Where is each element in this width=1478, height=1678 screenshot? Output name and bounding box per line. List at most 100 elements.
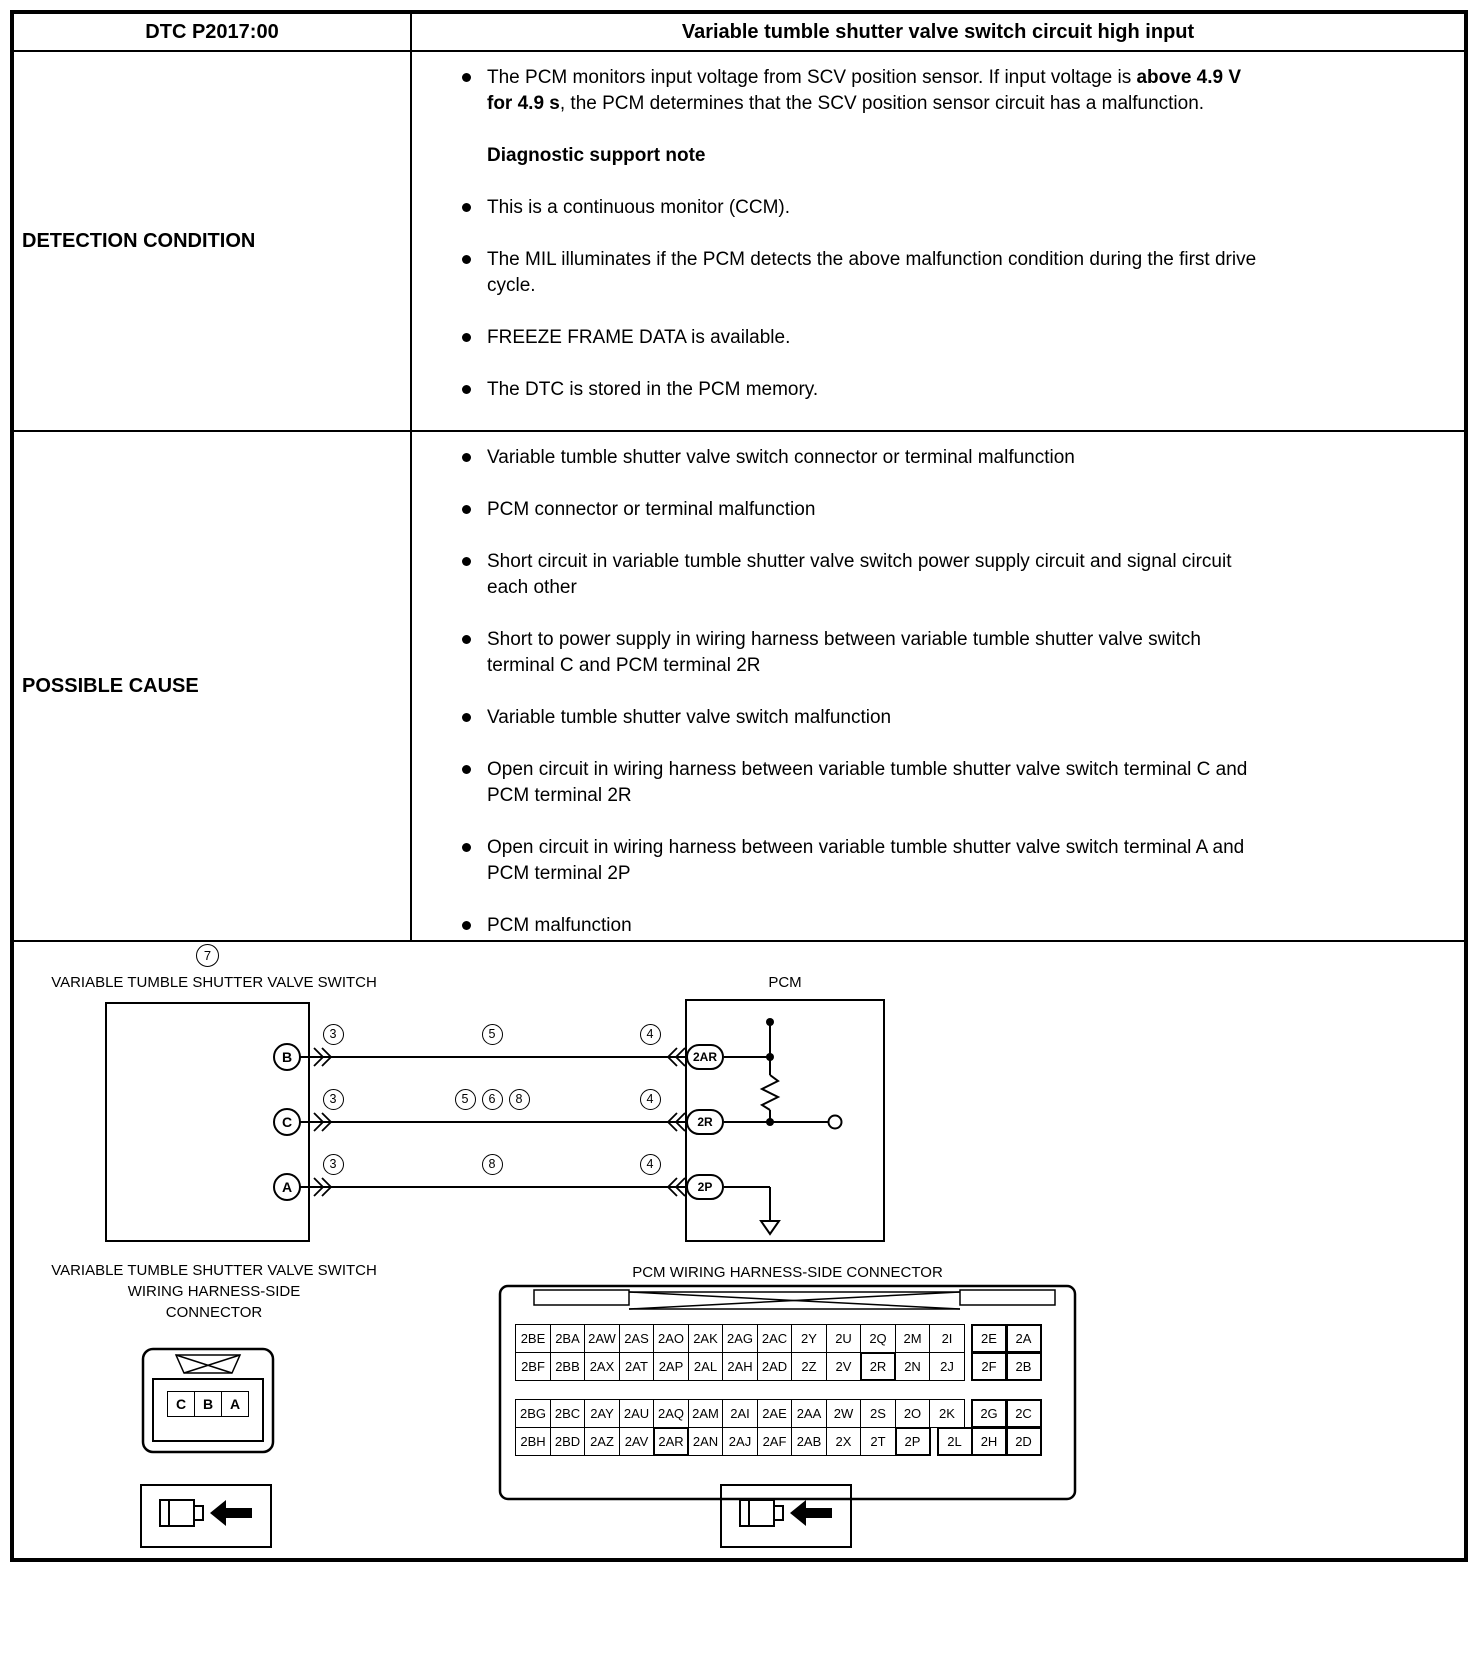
detection-item-bullet: The DTC is stored in the PCM memory.	[462, 377, 1444, 403]
cause-item-text: Open circuit in wiring harness between v…	[487, 835, 1257, 887]
detection-item-segment: , the PCM determines that the SCV positi…	[559, 93, 1205, 114]
pin-2AX: 2AX	[584, 1352, 620, 1381]
pin-2W: 2W	[825, 1399, 862, 1428]
switch-connector-title: VARIABLE TUMBLE SHUTTER VALVE SWITCH WIR…	[14, 1260, 414, 1323]
cause-item-text: Open circuit in wiring harness between v…	[487, 757, 1257, 809]
cause-item-bullet: Open circuit in wiring harness between v…	[462, 835, 1444, 887]
pin-2BC: 2BC	[549, 1399, 586, 1428]
dtc-code: DTC P2017:00	[14, 14, 412, 50]
connector-view-icon-box	[720, 1484, 852, 1548]
detection-item-segment: Diagnostic support note	[487, 145, 706, 166]
cause-item-bullet: Open circuit in wiring harness between v…	[462, 757, 1444, 809]
output-terminal-icon	[827, 1114, 843, 1130]
switch-label: VARIABLE TUMBLE SHUTTER VALVE SWITCH	[51, 974, 377, 991]
pin-2AG: 2AG	[722, 1324, 758, 1353]
cause-item-bullet: Variable tumble shutter valve switch mal…	[462, 705, 1444, 731]
pcm-terminal-2P: 2P	[686, 1174, 724, 1200]
pin-2K: 2K	[929, 1399, 965, 1428]
detection-item-segment: FREEZE FRAME DATA is available.	[487, 327, 791, 348]
detection-item-segment: The DTC is stored in the PCM memory.	[487, 379, 819, 400]
bullet-icon	[462, 557, 471, 566]
bullet-icon	[462, 713, 471, 722]
detection-item-bullet: This is a continuous monitor (CCM).	[462, 195, 1444, 221]
pin-2AL: 2AL	[687, 1352, 724, 1381]
pin-2BD: 2BD	[549, 1427, 586, 1456]
switch-terminal-B: B	[273, 1043, 301, 1071]
detection-item-heading: Diagnostic support note	[462, 143, 1444, 169]
circled-number-3: 3	[322, 1088, 344, 1110]
bullet-icon	[462, 255, 471, 264]
circled-number-4: 4	[639, 1023, 661, 1045]
cause-item-segment: Short to power supply in wiring harness …	[487, 629, 1201, 676]
pin-2AO: 2AO	[653, 1324, 689, 1353]
detection-item-list: The PCM monitors input voltage from SCV …	[412, 52, 1464, 403]
cause-item-text: Variable tumble shutter valve switch mal…	[487, 705, 891, 731]
pin-2J: 2J	[929, 1352, 965, 1381]
cause-item-bullet: Short circuit in variable tumble shutter…	[462, 549, 1444, 601]
pin-2AC: 2AC	[756, 1324, 793, 1353]
wiring-diagram-graphics	[141, 1018, 1077, 1527]
switch-terminal-A: A	[273, 1173, 301, 1201]
pin-2V: 2V	[825, 1352, 862, 1381]
pin-2AH: 2AH	[722, 1352, 758, 1381]
pin-2C: 2C	[1005, 1399, 1042, 1428]
detection-item-segment: above 4.9 V for 4.9 s	[487, 67, 1242, 114]
possible-cause-label: POSSIBLE CAUSE	[22, 674, 199, 697]
pin-2L: 2L	[936, 1427, 973, 1456]
pin-2H: 2H	[971, 1427, 1007, 1456]
pin-2AV: 2AV	[618, 1427, 655, 1456]
circled-number-5: 5	[481, 1023, 503, 1045]
pin-2G: 2G	[971, 1399, 1007, 1428]
cause-item-segment: PCM connector or terminal malfunction	[487, 499, 816, 520]
pin-2T: 2T	[860, 1427, 896, 1456]
pin-2Z: 2Z	[791, 1352, 827, 1381]
pin-2AJ: 2AJ	[722, 1427, 758, 1456]
pin-2AE: 2AE	[756, 1399, 793, 1428]
pin-2AB: 2AB	[791, 1427, 827, 1456]
bullet-icon	[462, 333, 471, 342]
switch-box	[105, 1002, 310, 1242]
pin-2BB: 2BB	[549, 1352, 586, 1381]
detection-item-segment: The MIL illuminates if the PCM detects t…	[487, 249, 1257, 296]
detection-item-bullet: FREEZE FRAME DATA is available.	[462, 325, 1444, 351]
pin-2B: 2B	[1005, 1352, 1042, 1381]
pin-2AR: 2AR	[653, 1427, 689, 1456]
dtc-title: Variable tumble shutter valve switch cir…	[681, 20, 1195, 43]
detection-condition-label: DETECTION CONDITION	[22, 229, 256, 252]
pin-2M: 2M	[894, 1324, 931, 1353]
pin-2AW: 2AW	[584, 1324, 620, 1353]
detection-item-text: This is a continuous monitor (CCM).	[487, 195, 790, 221]
cause-item-segment: Open circuit in wiring harness between v…	[487, 759, 1248, 806]
detection-item-text: The PCM monitors input voltage from SCV …	[487, 65, 1257, 117]
circled-number-4: 4	[639, 1153, 661, 1175]
cause-item-text: Short circuit in variable tumble shutter…	[487, 549, 1257, 601]
pin-2A: 2A	[1005, 1324, 1042, 1353]
pin-2AQ: 2AQ	[653, 1399, 689, 1428]
cause-item-text: Variable tumble shutter valve switch con…	[487, 445, 1075, 471]
circled-number-8: 8	[508, 1088, 530, 1110]
possible-cause-content: Variable tumble shutter valve switch con…	[412, 432, 1464, 940]
switch-pin-B: B	[194, 1391, 222, 1417]
possible-cause-row: POSSIBLE CAUSE Variable tumble shutter v…	[14, 432, 1464, 942]
detection-condition-row: DETECTION CONDITION The PCM monitors inp…	[14, 52, 1464, 432]
bullet-icon	[462, 765, 471, 774]
cause-item-segment: Open circuit in wiring harness between v…	[487, 837, 1245, 884]
bullet-icon	[462, 203, 471, 212]
detection-item-segment: This is a continuous monitor (CCM).	[487, 197, 791, 218]
circled-number-6: 6	[481, 1088, 503, 1110]
wiring-diagram: 7 VARIABLE TUMBLE SHUTTER VALVE SWITCH P…	[14, 942, 1464, 1558]
pin-2I: 2I	[929, 1324, 965, 1353]
pin-2AM: 2AM	[687, 1399, 724, 1428]
junction-dots	[766, 1018, 774, 1126]
circled-number-4: 4	[639, 1088, 661, 1110]
pin-2AZ: 2AZ	[584, 1427, 620, 1456]
cause-item-text: Short to power supply in wiring harness …	[487, 627, 1257, 679]
pin-2AF: 2AF	[756, 1427, 793, 1456]
detection-condition-cell: DETECTION CONDITION	[14, 52, 412, 430]
pcm-terminal-2AR: 2AR	[686, 1044, 724, 1070]
detection-item-text: The DTC is stored in the PCM memory.	[487, 377, 818, 403]
circled-number-3: 3	[322, 1023, 344, 1045]
